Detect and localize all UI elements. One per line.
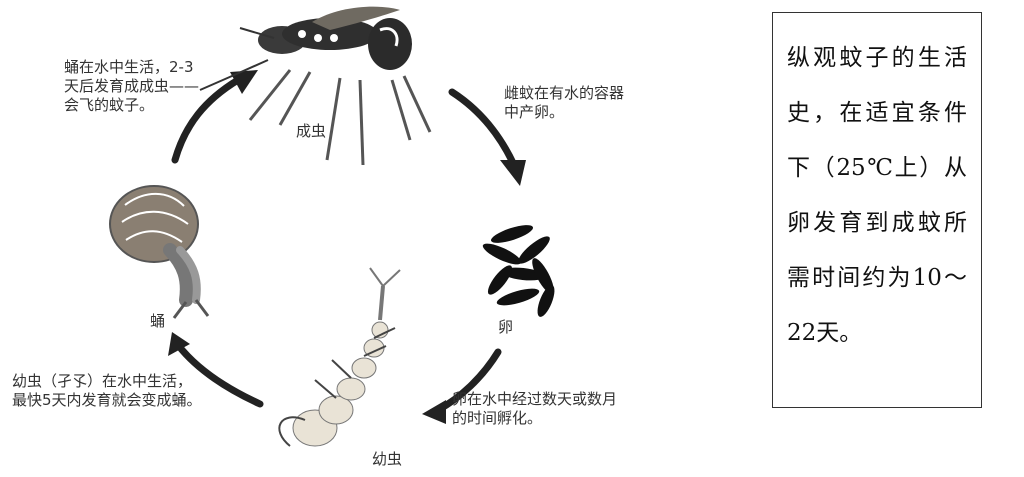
pupa-label: 蛹 bbox=[150, 310, 165, 331]
larva-caption: 幼虫（孑孓）在水中生活， 最快5天内发育就会变成蛹。 bbox=[12, 372, 202, 410]
arrow-head bbox=[422, 400, 446, 424]
larva-illustration bbox=[279, 268, 400, 446]
egg-cluster-illustration bbox=[480, 221, 557, 319]
pupa-caption: 蛹在水中生活，2-3 天后发育成成虫—— 会飞的蚊子。 bbox=[64, 58, 199, 115]
adult-caption: 雌蚊在有水的容器 中产卵。 bbox=[504, 84, 624, 122]
egg-caption: 卵在水中经过数天或数月 的时间孵化。 bbox=[452, 390, 617, 428]
pupa-illustration bbox=[110, 186, 208, 318]
explanation-text-box: 纵观蚊子的生活史，在适宜条件下（25℃上）从卵发育到成蚊所需时间约为10～22天… bbox=[772, 12, 982, 408]
arrow-head bbox=[500, 160, 526, 186]
adult-label: 成虫 bbox=[296, 120, 326, 141]
mosquito-life-cycle-diagram: 蛹在水中生活，2-3 天后发育成成虫—— 会飞的蚊子。 雌蚊在有水的容器 中产卵… bbox=[0, 0, 740, 473]
larva-label: 幼虫 bbox=[372, 448, 402, 469]
egg-label: 卵 bbox=[498, 316, 513, 337]
explanation-text: 纵观蚊子的生活史，在适宜条件下（25℃上）从卵发育到成蚊所需时间约为10～22天… bbox=[787, 31, 967, 361]
